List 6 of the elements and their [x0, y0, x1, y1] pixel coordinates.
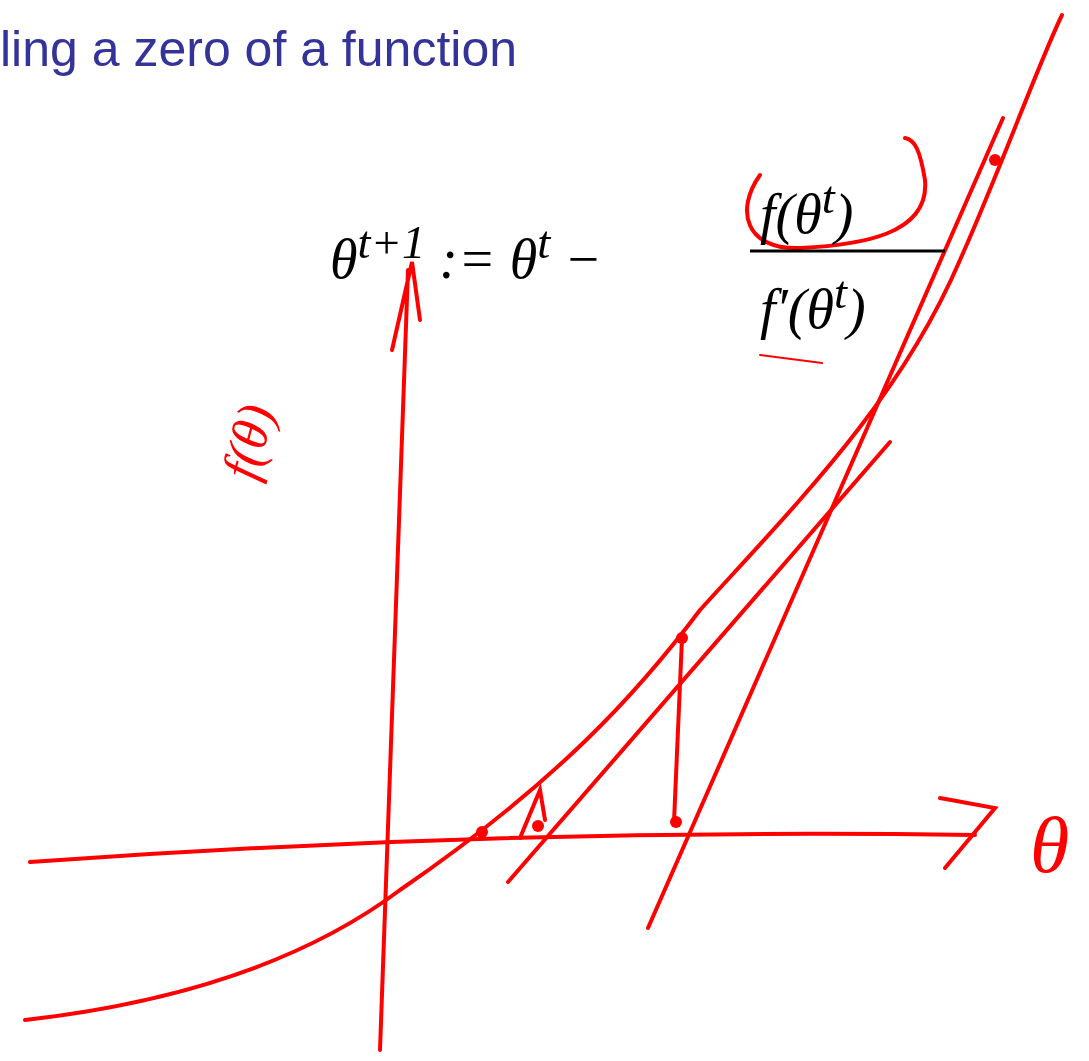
numerator-text: f(θ$^{t}$) — [760, 170, 854, 246]
denominator-text: f′(θ$^{t}$) — [760, 265, 866, 341]
axis-label: f(θ) — [210, 397, 287, 486]
slide-title: ling a zero of a function — [0, 20, 517, 78]
formula-text: θ$^{t+1}$ := θ$^{t}$ − — [330, 215, 602, 291]
axis-label: θ — [1030, 800, 1070, 891]
